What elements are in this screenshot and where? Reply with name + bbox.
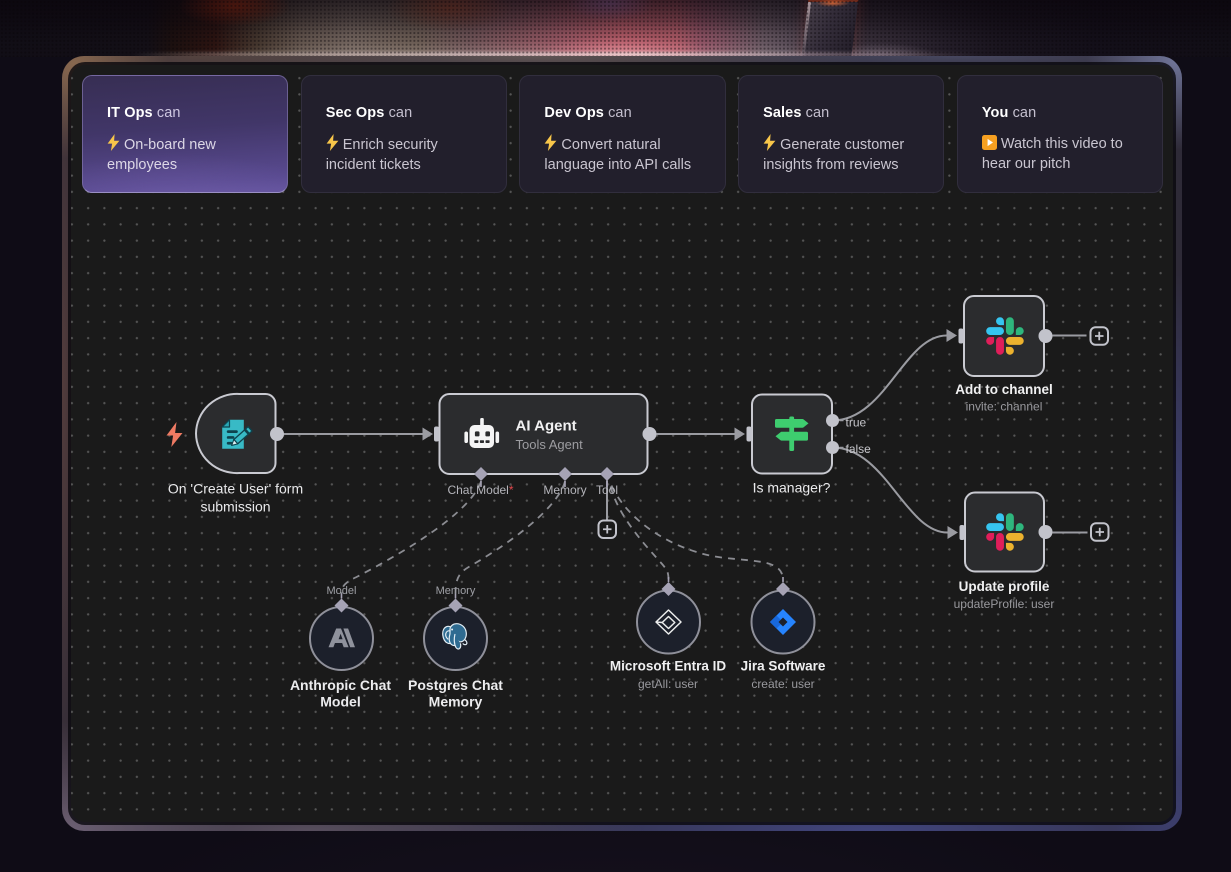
svg-text:true: true	[846, 416, 867, 430]
svg-text:On 'Create User' form: On 'Create User' form	[168, 481, 303, 497]
svg-text:Microsoft Entra ID: Microsoft Entra ID	[610, 659, 727, 674]
svg-text:Postgres Chat: Postgres Chat	[408, 677, 503, 693]
svg-text:Add to channel: Add to channel	[955, 382, 1053, 397]
svg-text:Memory: Memory	[429, 694, 483, 710]
svg-text:Anthropic Chat: Anthropic Chat	[290, 677, 391, 693]
svg-text:Model: Model	[327, 585, 357, 597]
svg-text:Memory: Memory	[436, 585, 476, 597]
svg-text:updateProfile: user: updateProfile: user	[954, 597, 1055, 611]
svg-text:Tool: Tool	[596, 483, 618, 497]
svg-text:AI Agent: AI Agent	[516, 418, 577, 435]
svg-text:Update profile: Update profile	[959, 579, 1050, 594]
svg-text:Is manager?: Is manager?	[753, 480, 831, 496]
svg-text:Memory: Memory	[543, 483, 586, 497]
svg-text:getAll: user: getAll: user	[638, 677, 698, 691]
svg-text:Tools Agent: Tools Agent	[516, 437, 584, 452]
svg-text:Chat Model*: Chat Model*	[447, 483, 513, 497]
svg-text:invite: channel: invite: channel	[966, 400, 1043, 414]
svg-text:submission: submission	[200, 499, 270, 515]
svg-text:create: user: create: user	[751, 677, 814, 691]
svg-text:Model: Model	[320, 694, 360, 710]
svg-text:false: false	[846, 442, 872, 456]
svg-text:Jira Software: Jira Software	[741, 659, 826, 674]
